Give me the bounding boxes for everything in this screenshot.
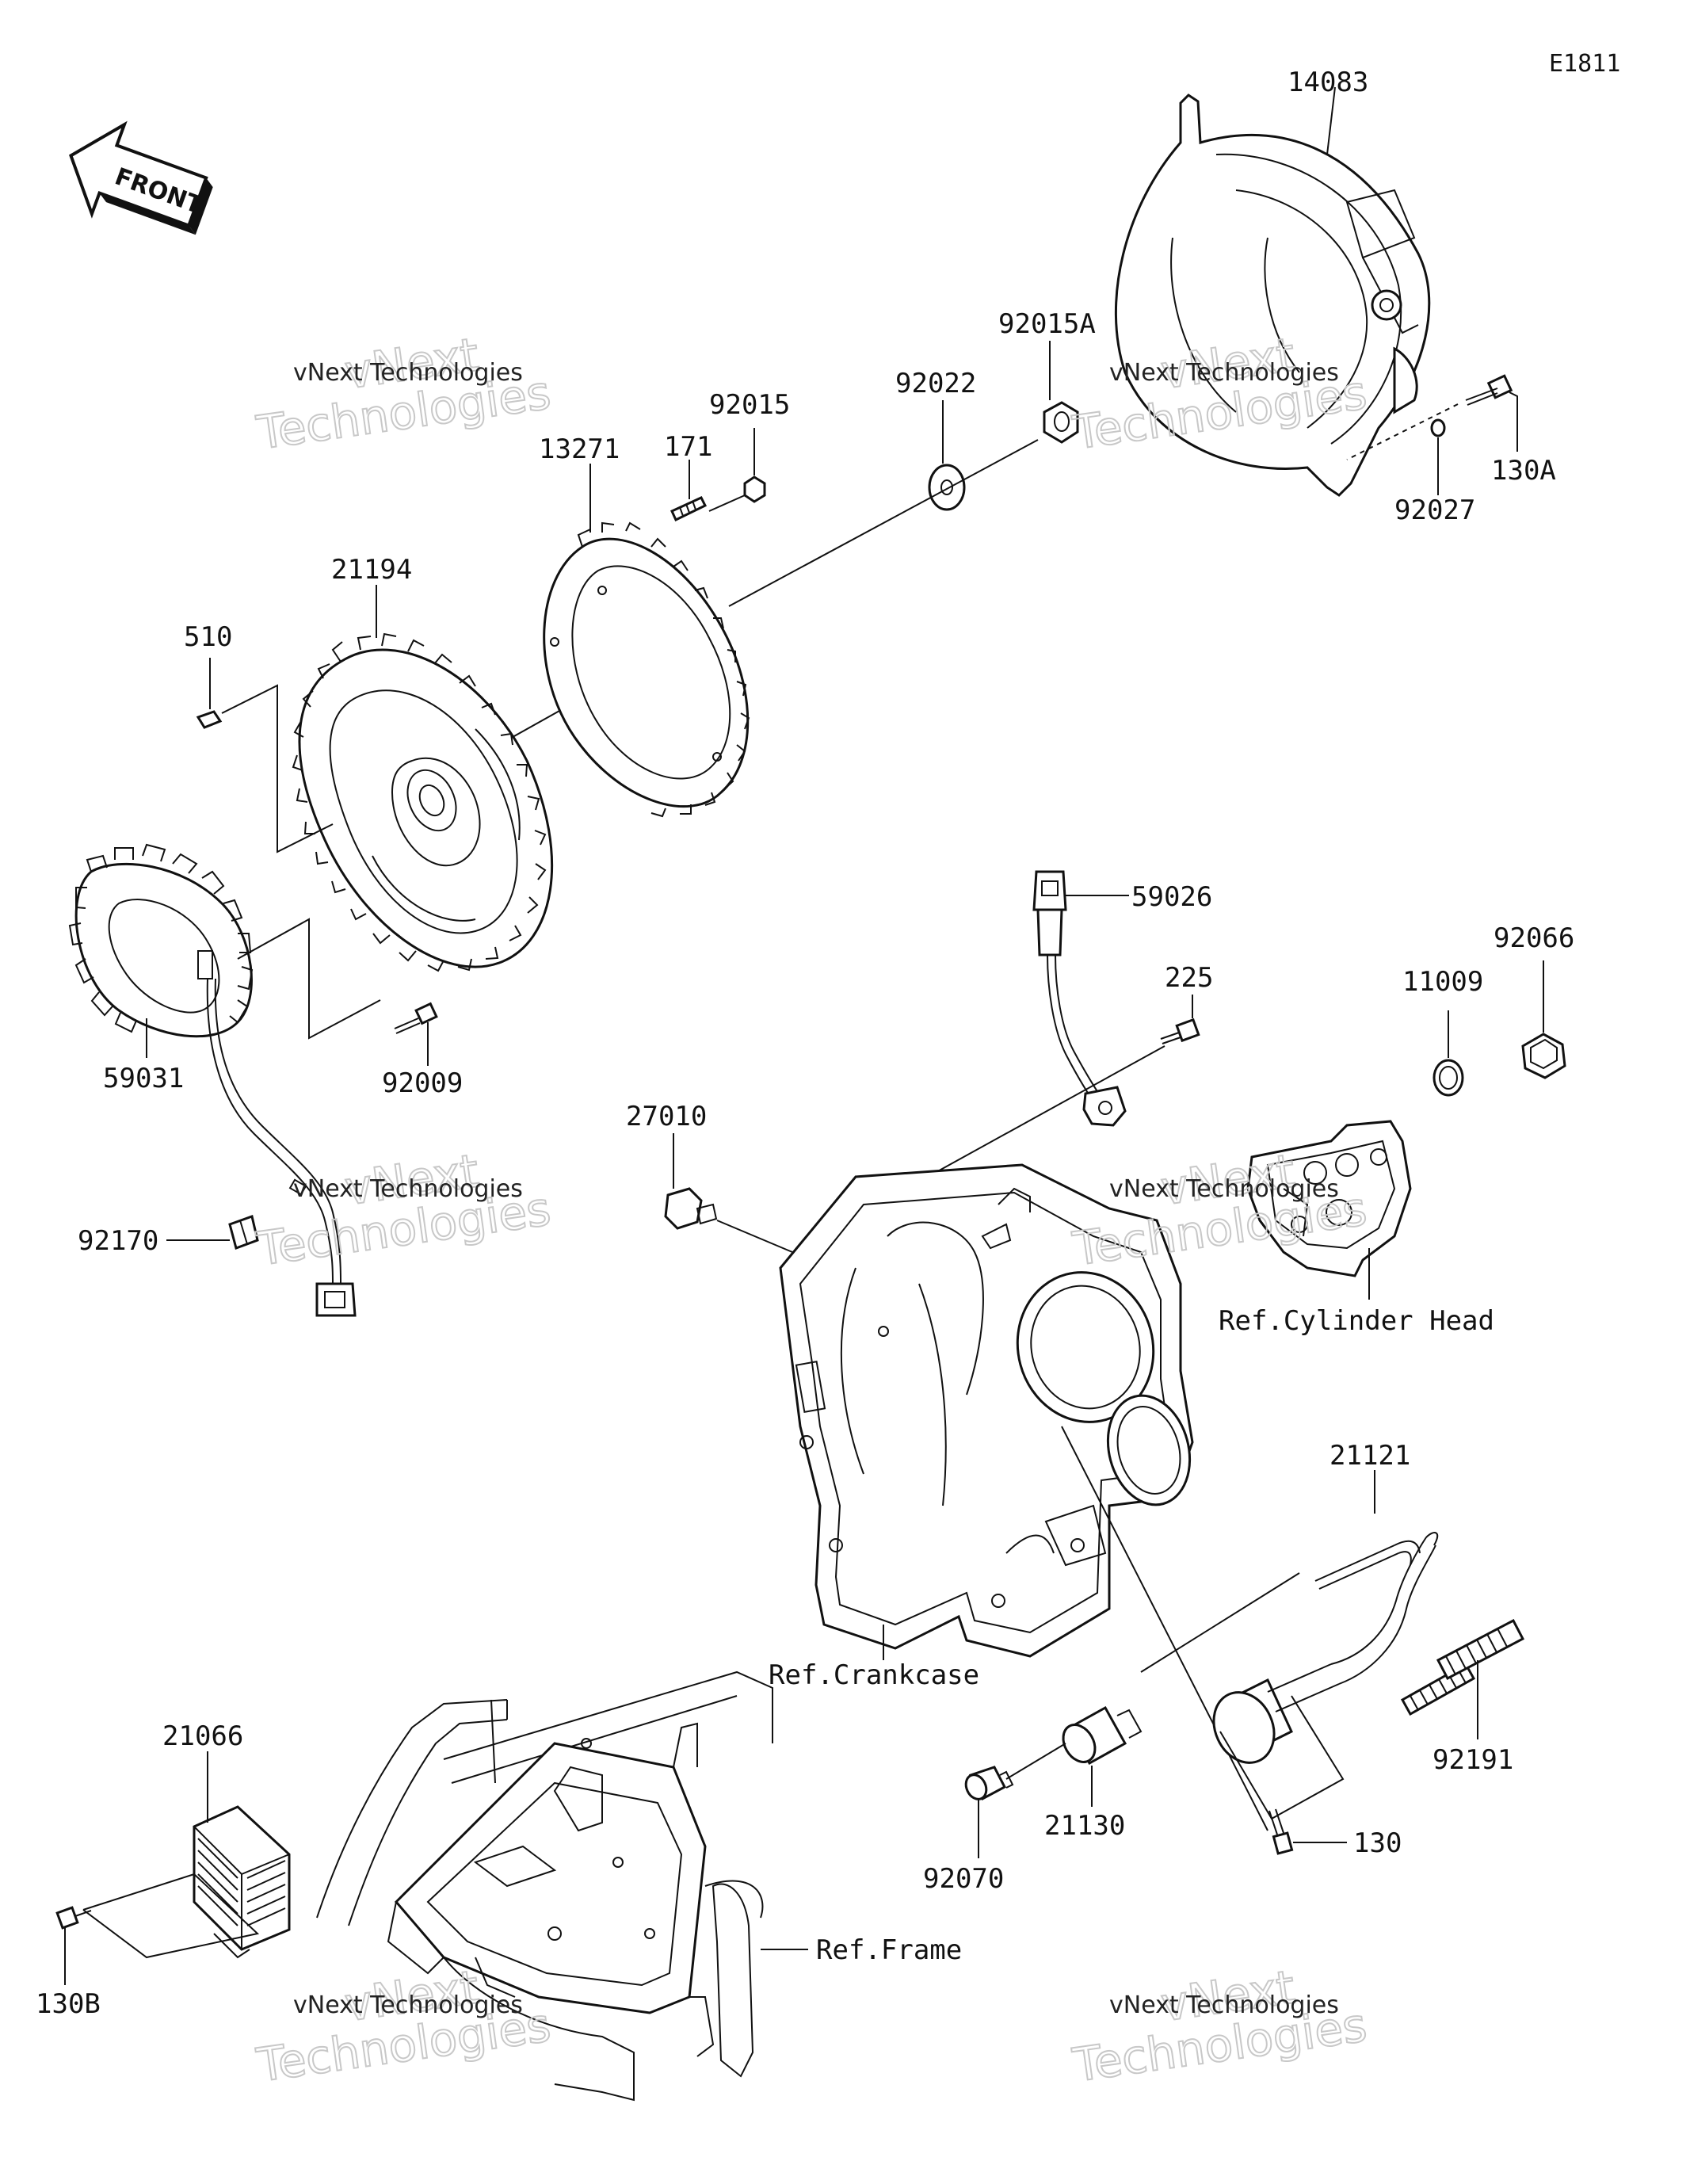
ref-cylinder-head[interactable]: Ref.Cylinder Head: [1219, 1305, 1494, 1337]
guide-225: [934, 1045, 1165, 1174]
part-11009-gasket[interactable]: [1432, 1059, 1464, 1097]
part-21066-regulator[interactable]: [193, 1805, 291, 1959]
part-92066-plug[interactable]: [1521, 1033, 1566, 1079]
part-label-59026[interactable]: 59026: [1131, 881, 1212, 913]
part-13271-ring-gear[interactable]: [543, 521, 750, 818]
part-130B-bolt[interactable]: [55, 1906, 92, 1930]
part-label-225[interactable]: 225: [1165, 962, 1213, 994]
part-label-92015[interactable]: 92015: [709, 389, 790, 421]
part-label-21130[interactable]: 21130: [1044, 1810, 1125, 1842]
part-label-11009[interactable]: 11009: [1402, 966, 1483, 998]
watermark-text: vNext Technologies: [293, 1991, 523, 2019]
part-label-13271[interactable]: 13271: [539, 433, 620, 465]
guide-130: [1061, 1426, 1268, 1831]
diagram-code: E1811: [1549, 50, 1620, 78]
watermark-text: vNext Technologies: [1109, 359, 1339, 387]
part-label-92015A[interactable]: 92015A: [998, 308, 1096, 340]
part-225-bolt[interactable]: [1160, 1018, 1200, 1044]
watermark-text: vNext Technologies: [293, 359, 523, 387]
crankcase-reference: [779, 1163, 1194, 1658]
part-label-92027[interactable]: 92027: [1394, 494, 1475, 526]
part-92022-washer[interactable]: [928, 464, 966, 511]
part-label-14083[interactable]: 14083: [1288, 67, 1368, 98]
part-92191-spring[interactable]: [1400, 1618, 1525, 1716]
part-label-21066[interactable]: 21066: [162, 1720, 243, 1752]
part-label-92066[interactable]: 92066: [1494, 922, 1574, 954]
part-92009-bolt[interactable]: [394, 1002, 438, 1034]
part-21194-flywheel[interactable]: [292, 632, 554, 972]
frame-reference: [316, 1670, 773, 2102]
part-label-27010[interactable]: 27010: [626, 1101, 707, 1132]
watermark-text: vNext Technologies: [1109, 1175, 1339, 1203]
ref-frame[interactable]: Ref.Frame: [816, 1934, 962, 1966]
guide-59031: [237, 918, 381, 1040]
part-label-92170[interactable]: 92170: [78, 1225, 158, 1257]
part-label-92191[interactable]: 92191: [1432, 1744, 1513, 1776]
part-92070-sensor[interactable]: [962, 1766, 1014, 1803]
cylinder-head-reference: [1246, 1120, 1412, 1277]
part-label-59031[interactable]: 59031: [103, 1063, 184, 1094]
part-92027-collar[interactable]: [1430, 418, 1446, 437]
leader-130A: [1509, 391, 1518, 452]
guide-510: [221, 684, 334, 853]
guide-27010: [716, 1220, 793, 1253]
part-label-92070[interactable]: 92070: [923, 1863, 1004, 1895]
guide-92015: [708, 494, 746, 512]
guide-coil: [1219, 1695, 1345, 1820]
part-label-21121[interactable]: 21121: [1329, 1440, 1410, 1472]
part-92170-clamp[interactable]: [228, 1215, 259, 1250]
part-92015A-nut[interactable]: [1043, 401, 1079, 444]
part-label-171[interactable]: 171: [664, 431, 712, 463]
part-21121-ignition-coil[interactable]: [1203, 1532, 1439, 1773]
guide-130A: [1346, 403, 1459, 460]
part-label-92022[interactable]: 92022: [895, 368, 976, 399]
part-59031-stator[interactable]: [68, 843, 357, 1317]
part-59026-sensor-harness[interactable]: [1032, 870, 1127, 1127]
guide-21066: [82, 1873, 260, 1959]
watermark-text: vNext Technologies: [1109, 1991, 1339, 2019]
part-label-130[interactable]: 130: [1353, 1827, 1402, 1859]
part-21130-plug[interactable]: [1057, 1705, 1143, 1768]
part-label-21194[interactable]: 21194: [331, 554, 412, 586]
front-arrow-icon: FRONT: [69, 120, 213, 235]
assembly-axis: [728, 439, 1039, 607]
leader-14083: [1326, 86, 1336, 155]
part-510-key[interactable]: [196, 710, 223, 729]
part-14083-generator-cover[interactable]: [1114, 94, 1431, 497]
part-92015-nut[interactable]: [743, 475, 766, 503]
watermark-text: vNext Technologies: [293, 1175, 523, 1203]
watermark: Technologies vNext vNext Technologies Te…: [253, 326, 1371, 2093]
part-label-130A[interactable]: 130A: [1491, 455, 1556, 487]
part-label-130B[interactable]: 130B: [36, 1988, 101, 2020]
part-label-92009[interactable]: 92009: [382, 1067, 463, 1099]
ref-crankcase[interactable]: Ref.Crankcase: [769, 1659, 979, 1691]
part-27010-switch[interactable]: [664, 1187, 718, 1230]
guide-21130: [1005, 1743, 1066, 1780]
part-label-510[interactable]: 510: [184, 621, 232, 653]
part-130-bolt[interactable]: [1268, 1808, 1294, 1855]
guide-21121: [1140, 1572, 1300, 1673]
part-171-stud[interactable]: [670, 496, 708, 522]
part-130A-bolt[interactable]: [1465, 374, 1513, 406]
